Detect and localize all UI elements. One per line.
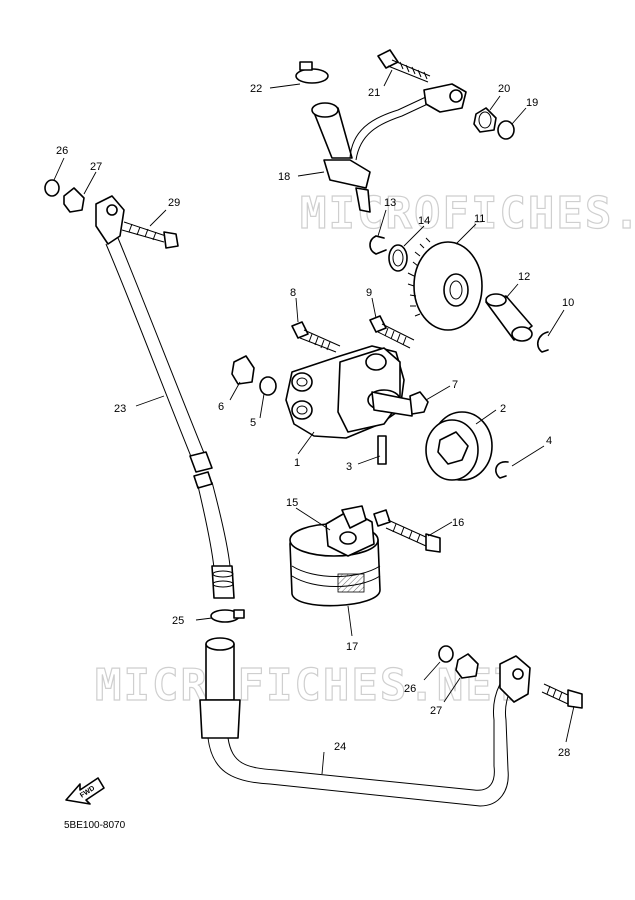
o-ring-26-top [44,179,60,197]
bolt-29 [121,221,179,249]
banjo-fitting-left [95,195,125,245]
drawing-code: 5BE100-8070 [64,820,126,831]
clamp-tab [299,61,313,71]
circlip-10 [536,331,549,353]
callout-23: 23 [114,403,126,415]
callout-5: 5 [250,417,256,429]
callout-20: 20 [498,83,510,95]
bolt-16 [373,509,441,553]
oil-pump-body-1 [285,345,413,439]
callout-7: 7 [452,379,458,391]
callout-19: 19 [526,97,538,109]
callout-1: 1 [294,457,300,469]
callout-28: 28 [558,747,570,759]
pump-drive-gear-11 [407,237,483,331]
dowel-7 [409,391,429,415]
clamp-25-tab [233,609,245,619]
o-ring-19 [497,120,515,140]
callout-18: 18 [278,171,290,183]
callout-4: 4 [546,435,552,447]
watermark-bottom: MICROFICHES.NET [95,660,522,711]
bolt-28 [541,683,583,709]
watermark-top: MICROFICHES.NET [300,188,635,239]
callout-2: 2 [500,403,506,415]
callout-27-top: 27 [90,161,102,173]
circlip-4 [495,461,509,479]
metal-pipe-top [349,95,429,159]
hose-18-collar [323,159,371,189]
callout-21: 21 [368,87,380,99]
callout-10: 10 [562,297,574,309]
callout-9: 9 [366,287,372,299]
callout-26-top: 26 [56,145,68,157]
bolt-8 [291,321,341,353]
callout-numbers: 22 18 21 20 19 26 27 29 23 25 24 26 27 2… [56,83,574,759]
o-ring-5 [259,376,277,396]
oil-hose-23 [105,237,235,599]
washer-27-bottom [455,653,479,679]
callout-13: 13 [384,197,396,209]
callout-12: 12 [518,271,530,283]
oil-delivery-pipe-top [295,61,467,213]
washer-20 [473,107,497,133]
oil-hose-24 [207,683,513,807]
circlip-13 [369,235,387,255]
bolt-21 [377,49,431,83]
callout-22: 22 [250,83,262,95]
metal-pipe-top-inner [355,101,433,161]
callout-16: 16 [452,517,464,529]
hose-clamp-22 [295,68,329,84]
washer-14 [388,244,408,272]
hose-18-end [311,102,339,118]
callout-11: 11 [474,213,485,225]
strainer-cover-15 [325,505,375,557]
callout-17: 17 [346,641,358,653]
callout-15: 15 [286,497,298,509]
callout-8: 8 [290,287,296,299]
hose-18-nozzle [355,187,371,213]
bolt-9 [369,315,415,349]
callout-3: 3 [346,461,352,473]
banjo-fitting-right [499,655,531,703]
o-ring-26-bottom [438,645,454,663]
leader-lines [53,69,575,775]
banjo-hole [449,89,463,103]
callout-27-bottom: 27 [430,705,442,717]
forward-direction-arrow: FWD [65,777,105,805]
callout-6: 6 [218,401,224,413]
driven-gear-2 [425,411,493,481]
callout-24: 24 [334,741,346,753]
hose-sleeve-lower [199,637,241,739]
pump-shaft-12 [485,293,533,342]
pin-3 [377,435,387,465]
callout-29: 29 [168,197,180,209]
dowel-6 [231,355,255,385]
callout-14: 14 [418,215,430,227]
washer-27-top [63,187,85,213]
callout-25: 25 [172,615,184,627]
callout-26-bottom: 26 [404,683,416,695]
